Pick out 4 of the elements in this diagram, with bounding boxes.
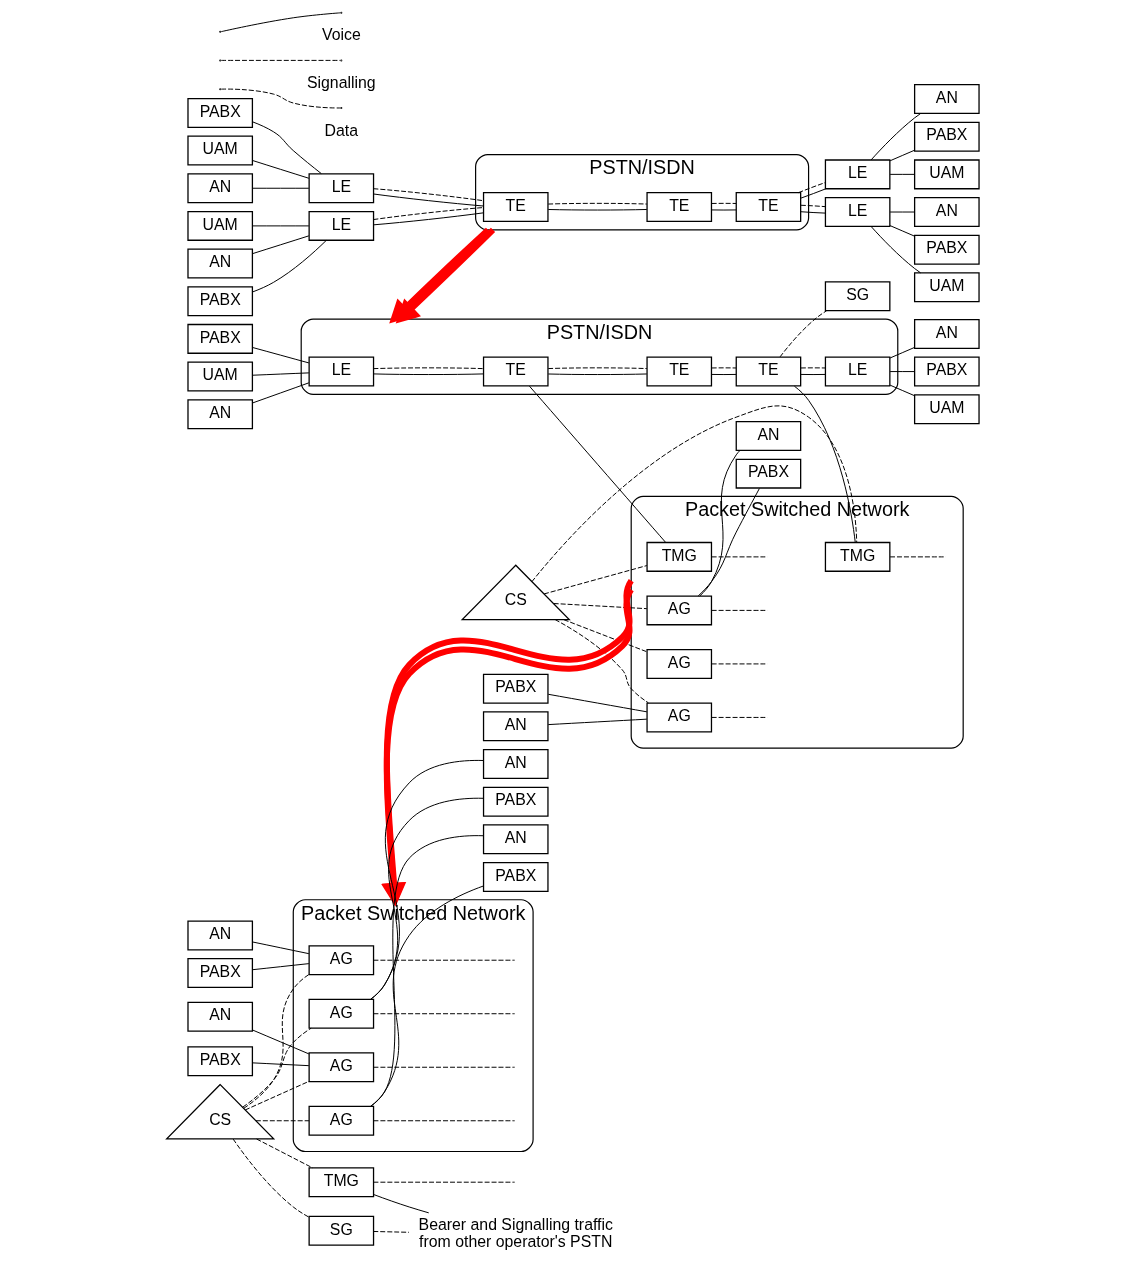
legend-label: Voice bbox=[321, 26, 361, 44]
legend-label: Data bbox=[324, 121, 359, 139]
node-text: Bearer and Signalling traffic from other operator's PSTN bbox=[418, 1215, 613, 1251]
legend-label: Signalling bbox=[306, 73, 376, 91]
